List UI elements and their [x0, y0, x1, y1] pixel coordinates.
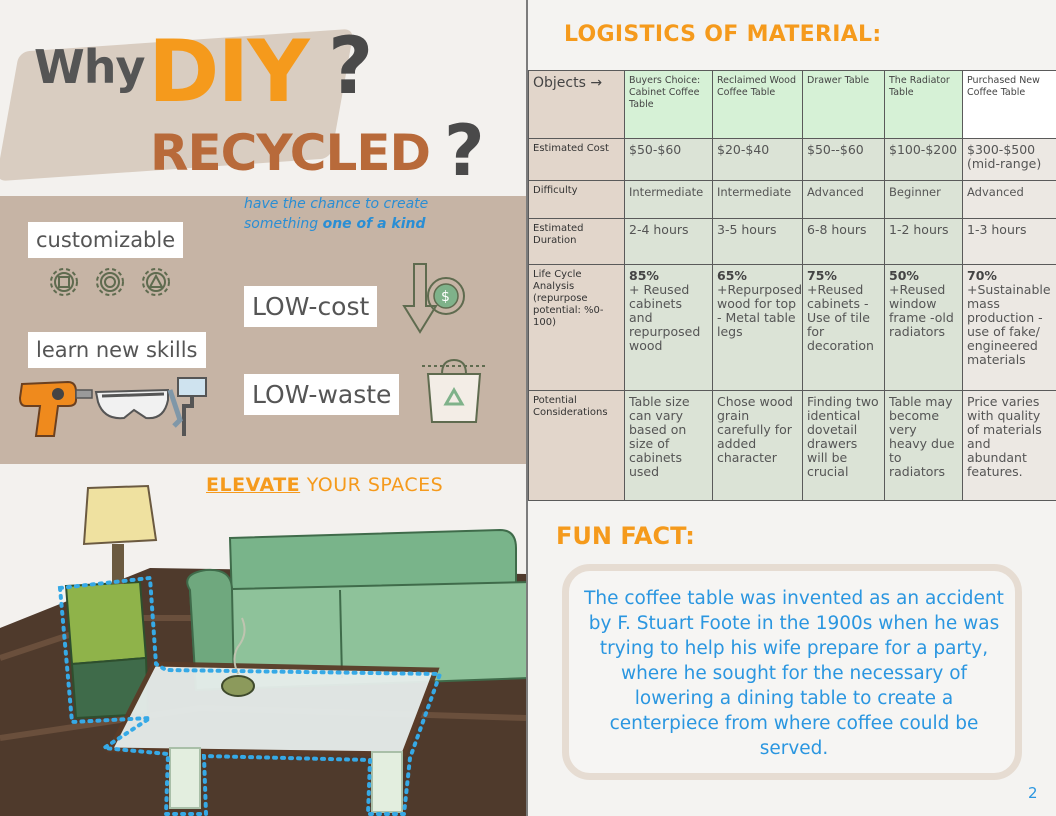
- low-waste-label: LOW-waste: [244, 374, 400, 415]
- table-cell: Advanced: [962, 180, 1056, 219]
- svg-text:$: $: [441, 289, 450, 305]
- tagline-line1: have the chance to create: [244, 196, 429, 212]
- column-header: The Radiator Table: [884, 70, 963, 139]
- tagline: have the chance to create something one …: [244, 194, 504, 234]
- table-cell: $20-$40: [712, 138, 803, 181]
- row-header: Difficulty: [528, 180, 625, 219]
- elevate-rest: YOUR SPACES: [300, 474, 444, 496]
- table-cell: Price varies with quality of materials a…: [962, 390, 1056, 501]
- lca-percent: 65%: [717, 268, 747, 283]
- table-row: Potential Considerations Table size can …: [528, 390, 1056, 501]
- lca-percent: 75%: [807, 268, 837, 283]
- table-cell: Chose wood grain carefully for added cha…: [712, 390, 803, 501]
- learn-skills-label: learn new skills: [28, 332, 206, 368]
- recycle-bag-icon: [422, 358, 486, 423]
- column-header: Drawer Table: [802, 70, 885, 139]
- lca-percent: 70%: [967, 268, 997, 283]
- table-cell: 1-2 hours: [884, 218, 963, 265]
- row-header: Life Cycle Analysis (repurpose potential…: [528, 264, 625, 391]
- lca-text: +Repurposed wood for top - Metal table l…: [717, 282, 803, 339]
- elevate-heading: ELEVATE YOUR SPACES: [206, 474, 443, 496]
- logistics-title: LOGISTICS OF MATERIAL:: [564, 22, 882, 47]
- table-cell: 70%+Sustainable mass production -use of …: [962, 264, 1056, 391]
- living-room-illustration: [0, 484, 526, 816]
- fun-fact-text: The coffee table was invented as an acci…: [584, 588, 1004, 759]
- page-number: 2: [1028, 784, 1038, 802]
- table-cell: Table may become very heavy due to radia…: [884, 390, 963, 501]
- logistics-table: Objects → Buyers Choice: Cabinet Coffee …: [528, 70, 1056, 501]
- tools-icons: [18, 377, 207, 437]
- drill-icon: [18, 380, 93, 437]
- coin-arrow-icon: $: [402, 263, 465, 334]
- table-cell: $50-$60: [624, 138, 713, 181]
- customizable-label: customizable: [28, 222, 184, 258]
- lca-percent: 85%: [629, 268, 659, 283]
- tagline-line2-prefix: something: [244, 216, 323, 232]
- low-cost-label: LOW-cost: [244, 286, 378, 327]
- table-cell: 75%+Reused cabinets -Use of tile for dec…: [802, 264, 885, 391]
- hero-question-mark-2: ?: [444, 110, 485, 192]
- lca-text: +Reused cabinets -Use of tile for decora…: [807, 282, 874, 353]
- row-header: Potential Considerations: [528, 390, 625, 501]
- left-panel: Why DIY ? RECYCLED ? have the chance to …: [0, 0, 526, 816]
- table-corner: Objects →: [528, 70, 625, 139]
- table-cell: 85%+ Reused cabinets and repurposed wood: [624, 264, 713, 391]
- tagline-line2-bold: one of a kind: [322, 216, 426, 232]
- lca-text: + Reused cabinets and repurposed wood: [629, 282, 701, 353]
- table-cell: Finding two identical dovetail drawers w…: [802, 390, 885, 501]
- lca-text: +Reused window frame -old radiators: [889, 282, 954, 339]
- table-cell: 3-5 hours: [712, 218, 803, 265]
- table-cell: $100-$200: [884, 138, 963, 181]
- table-cell: Table size can vary based on size of cab…: [624, 390, 713, 501]
- table-row: Estimated Duration 2-4 hours 3-5 hours 6…: [528, 218, 1056, 265]
- table-cell: $50--$60: [802, 138, 885, 181]
- table-cell: 65%+Repurposed wood for top - Metal tabl…: [712, 264, 803, 391]
- table-cell: 50%+Reused window frame -old radiators: [884, 264, 963, 391]
- table-cell: $300-$500 (mid-range): [962, 138, 1056, 181]
- hero-question-mark-1: ?: [328, 22, 374, 112]
- table-cell: 1-3 hours: [962, 218, 1056, 265]
- table-row: Estimated Cost $50-$60 $20-$40 $50--$60 …: [528, 138, 1056, 181]
- column-header: Buyers Choice: Cabinet Coffee Table: [624, 70, 713, 139]
- gears-icon: [50, 268, 170, 296]
- row-header: Estimated Duration: [528, 218, 625, 265]
- hero-diy: DIY: [148, 22, 310, 122]
- fun-fact-title: FUN FACT:: [556, 522, 695, 550]
- table-header-row: Objects → Buyers Choice: Cabinet Coffee …: [528, 70, 1056, 139]
- lca-text: +Sustainable mass production -use of fak…: [967, 282, 1051, 367]
- table-row: Life Cycle Analysis (repurpose potential…: [528, 264, 1056, 391]
- table-cell: Advanced: [802, 180, 885, 219]
- row-header: Estimated Cost: [528, 138, 625, 181]
- lca-percent: 50%: [889, 268, 919, 283]
- column-header: Reclaimed Wood Coffee Table: [712, 70, 803, 139]
- table-cell: 6-8 hours: [802, 218, 885, 265]
- table-cell: 2-4 hours: [624, 218, 713, 265]
- hero-why: Why: [34, 40, 145, 94]
- elevate-bold: ELEVATE: [206, 474, 301, 496]
- table-cell: Intermediate: [624, 180, 713, 219]
- vertical-divider: [526, 0, 528, 816]
- table-cell: Beginner: [884, 180, 963, 219]
- table-cell: Intermediate: [712, 180, 803, 219]
- fun-fact-box: [562, 564, 1022, 780]
- safety-goggles-icon: [94, 388, 169, 420]
- paint-roller-icon: [167, 377, 207, 436]
- table-row: Difficulty Intermediate Intermediate Adv…: [528, 180, 1056, 219]
- column-header: Purchased New Coffee Table: [962, 70, 1056, 139]
- hero-recycled: RECYCLED: [150, 124, 431, 182]
